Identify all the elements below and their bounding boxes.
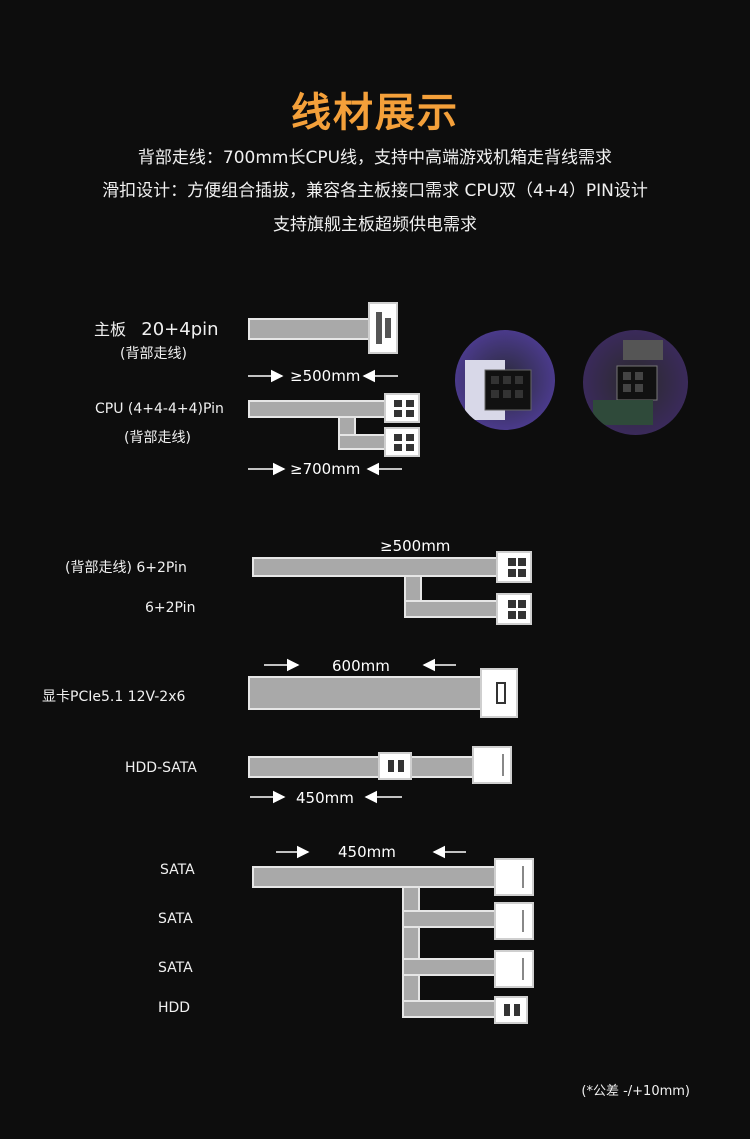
mainboard-cable (248, 318, 370, 340)
sata-label-1: SATA (160, 862, 195, 878)
hdd-sata-cable (248, 756, 474, 778)
sata-connector-2 (494, 902, 534, 940)
pcie-bottom-label: 6+2Pin (145, 600, 196, 616)
sata-connector-1 (494, 858, 534, 896)
pcie-connector-top (496, 551, 532, 583)
mainboard-note: (背部走线) (120, 346, 187, 362)
hdd-sata-label: HDD-SATA (125, 760, 197, 776)
gpu-cable (248, 676, 482, 710)
sata-label-3: SATA (158, 960, 193, 976)
hdd-sata-length: 450mm (296, 789, 354, 807)
pcie-top-label: (背部走线) 6+2Pin (65, 560, 187, 576)
pcie-cable-branch-end (404, 600, 500, 618)
gpu-length: 600mm (332, 657, 390, 675)
intro-line-1: 背部走线：700mm长CPU线，支持中高端游戏机箱走背线需求 (137, 148, 613, 168)
cpu-length: ≥700mm (290, 460, 361, 478)
sata-label-2: SATA (158, 911, 193, 927)
gpu-12v2x6-connector (480, 668, 518, 718)
motherboard-connector-photo-icon (583, 330, 688, 435)
mainboard-length: ≥500mm (290, 367, 361, 385)
gpu-label: 显卡PCIe5.1 12V-2x6 (42, 689, 186, 705)
pcie-connector-bottom (496, 593, 532, 625)
cpu-connector-photo-icon (455, 330, 555, 430)
tolerance-note: (*公差 -/+10mm) (581, 1084, 690, 1099)
intro-line-3: 支持旗舰主板超频供电需求 (273, 215, 477, 235)
pcie-cable-main (252, 557, 500, 577)
mainboard-24pin-connector (368, 302, 398, 354)
sata-connector-3 (494, 950, 534, 988)
intro-line-2: 滑扣设计：方便组合插拔，兼容各主板接口需求 CPU双（4+4）PIN设计 (102, 181, 648, 201)
pcie-length: ≥500mm (380, 537, 451, 555)
cpu-label: CPU (4+4-4+4)Pin (95, 401, 224, 417)
page-title: 线材展示 (291, 90, 459, 136)
sata-cable-branch-2 (402, 910, 498, 928)
cpu-connector-top (384, 393, 420, 423)
sata-cable-trunk (402, 886, 420, 1014)
sata-cable-main (252, 866, 498, 888)
cpu-cable-branch-end (338, 434, 386, 450)
hdd-molex-connector-end (494, 996, 528, 1024)
sata-cable-branch-hdd (402, 1000, 498, 1018)
cpu-cable-main (248, 400, 386, 418)
sata-group-length: 450mm (338, 843, 396, 861)
cpu-note: (背部走线) (124, 430, 191, 446)
sata-connector-end (472, 746, 512, 784)
sata-cable-branch-3 (402, 958, 498, 976)
hdd-label: HDD (158, 1000, 191, 1016)
cpu-connector-bottom (384, 427, 420, 457)
mainboard-label: 主板 20+4pin (94, 319, 219, 340)
hdd-molex-connector (378, 752, 412, 780)
